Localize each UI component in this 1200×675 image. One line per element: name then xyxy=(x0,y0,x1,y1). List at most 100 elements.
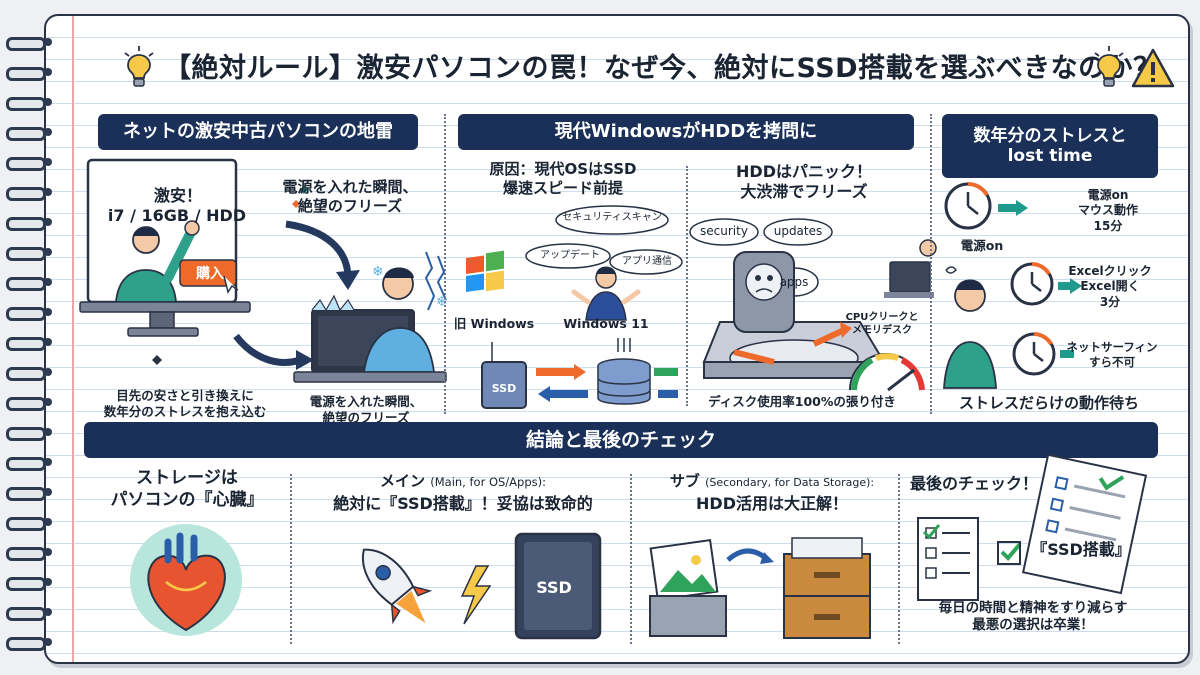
binder-ring xyxy=(6,544,58,561)
hard-drive-icon xyxy=(702,251,886,379)
section1-caption: 目先の安さと引き換えに 数年分のストレスを抱え込む xyxy=(103,388,267,419)
win11-label: Windows 11 xyxy=(563,316,649,331)
sub-heading: サブ (Secondary, for Data Storage): xyxy=(640,472,904,491)
photo-icon xyxy=(649,538,719,602)
tag-apps: apps xyxy=(779,275,809,289)
binder-ring xyxy=(6,244,58,261)
binder-ring xyxy=(6,394,58,411)
bubble-security: セキュリティスキャン xyxy=(562,212,662,223)
clock-icon xyxy=(944,182,992,230)
main-sub: (Main, for OS/Apps): xyxy=(430,475,546,489)
data-storage-illustration xyxy=(649,537,871,639)
lightbulb-icon xyxy=(124,46,154,87)
deal-line2: i7 / 16GB / HDD xyxy=(107,206,247,225)
divider xyxy=(898,474,900,644)
conclusion-heading: 結論と最後のチェック xyxy=(84,422,1158,458)
svg-text:❄: ❄ xyxy=(436,294,448,310)
section1-heading: ネットの激安中古パソコンの地雷 xyxy=(98,114,418,150)
database-icon xyxy=(597,358,651,405)
rocket-icon xyxy=(361,548,433,625)
binder-ring xyxy=(6,484,58,501)
ssd-label: SSD xyxy=(491,382,517,395)
binder-ring xyxy=(6,514,58,531)
storage-title: ストレージは パソコンの『心臓』 xyxy=(110,468,264,510)
divider xyxy=(686,166,688,406)
clipboard-icon xyxy=(1021,453,1148,595)
page-title: 【絶対ルール】激安パソコンの罠！なぜ今、絶対にSSD搭載を選ぶべきなのか？ xyxy=(164,53,1161,84)
binder-ring xyxy=(6,604,58,621)
final-caption: 毎日の時間と精神をすり減らす 最悪の選択は卒業！ xyxy=(938,600,1128,634)
disk-gauge-icon xyxy=(849,353,925,392)
binder-ring xyxy=(6,64,58,81)
clock-icon xyxy=(1012,332,1056,376)
buy-button xyxy=(179,259,237,287)
freeze-caption-bottom: 電源を入れた瞬間、 絶望のフリーズ xyxy=(309,394,423,425)
ssd-drive-label: SSD xyxy=(536,578,572,597)
notebook-page: 【絶対ルール】激安パソコンの罠！なぜ今、絶対にSSD搭載を選ぶべきなのか？ ネッ… xyxy=(44,14,1190,664)
cause-text: 原因：現代OSはSSD 爆速スピード前提 xyxy=(489,160,637,198)
title-row: 【絶対ルール】激安パソコンの罠！なぜ今、絶対にSSD搭載を選ぶべきなのか？ xyxy=(78,34,1178,102)
windows-logo-icon xyxy=(466,250,504,292)
binder-ring xyxy=(6,34,58,51)
divider xyxy=(444,114,446,414)
heart-icon xyxy=(147,532,226,632)
binder-ring xyxy=(6,334,58,351)
buy-button-label[interactable]: 購入 xyxy=(196,266,224,282)
main-text: 絶対に『SSD搭載』！妥協は致命的 xyxy=(333,494,593,513)
hdd-panic-illustration xyxy=(689,218,937,392)
stress-row1: 電源on マウス動作 15分 xyxy=(1077,188,1138,233)
stress-row3: ネットサーフィン すら不可 xyxy=(1066,340,1158,369)
lightbulb-icon xyxy=(1094,46,1124,87)
divider xyxy=(290,474,292,644)
ssd-icon xyxy=(481,361,527,409)
filing-cabinet-icon xyxy=(783,537,871,639)
binder-ring xyxy=(6,184,58,201)
bubble-update: アップデート xyxy=(540,250,600,261)
section2-heading: 現代WindowsがHDDを拷問に xyxy=(458,114,914,150)
binder-ring xyxy=(6,94,58,111)
final-check: 『SSD搭載』 xyxy=(1031,540,1131,559)
main-prefix: メイン xyxy=(379,472,425,490)
check-icon xyxy=(1000,542,1022,561)
warning-icon xyxy=(1131,48,1175,88)
clock-icon xyxy=(1010,262,1054,306)
sub-text: HDD活用は大正解！ xyxy=(696,494,848,513)
binder-ring xyxy=(6,214,58,231)
cheap-pc-illustration: ❄ ❄ xyxy=(79,158,448,383)
tag-security: security xyxy=(700,224,748,238)
binder-ring xyxy=(6,424,58,441)
clock-stress-illustration xyxy=(943,182,1082,389)
lightning-icon xyxy=(460,565,492,625)
tag-updates: updates xyxy=(773,224,823,238)
divider xyxy=(930,114,932,414)
ssd-speed-illustration xyxy=(361,532,602,640)
bubble-app: アプリ通信 xyxy=(622,256,672,267)
binder-ring xyxy=(6,154,58,171)
checklist-icon xyxy=(917,517,979,601)
binder-ring xyxy=(6,124,58,141)
binder-ring xyxy=(6,634,58,651)
old-windows-label: 旧 Windows xyxy=(453,316,535,331)
stress-caption: ストレスだらけの動作待ち xyxy=(958,394,1139,412)
binder-ring xyxy=(6,274,58,291)
binder-ring xyxy=(6,574,58,591)
margin-line xyxy=(72,16,74,662)
disk-caption: ディスク使用率100%の張り付き xyxy=(708,394,896,409)
main-heading: メイン (Main, for OS/Apps): xyxy=(310,472,616,491)
binder-ring xyxy=(6,304,58,321)
final-title: 最後のチェック！ xyxy=(909,474,1038,493)
freeze-caption-top: 電源を入れた瞬間、 絶望のフリーズ xyxy=(282,178,418,216)
binder-ring xyxy=(6,454,58,471)
windows-load-illustration xyxy=(466,205,683,409)
heart-illustration xyxy=(130,524,242,636)
svg-text:❄: ❄ xyxy=(372,264,384,280)
checklist-illustration xyxy=(917,453,1148,601)
sub-sub: (Secondary, for Data Storage): xyxy=(705,476,875,489)
divider xyxy=(630,474,632,644)
deal-line1: 激安！ xyxy=(153,186,202,205)
sub-prefix: サブ xyxy=(669,472,700,490)
cpu-note: CPUクリークと メモリデスク xyxy=(845,312,919,336)
power-on-label: 電源on xyxy=(960,238,1004,253)
section3-heading: 数年分のストレスと lost time xyxy=(942,114,1158,178)
panic-text: HDDはパニック！ 大渋滞でフリーズ xyxy=(736,162,872,202)
